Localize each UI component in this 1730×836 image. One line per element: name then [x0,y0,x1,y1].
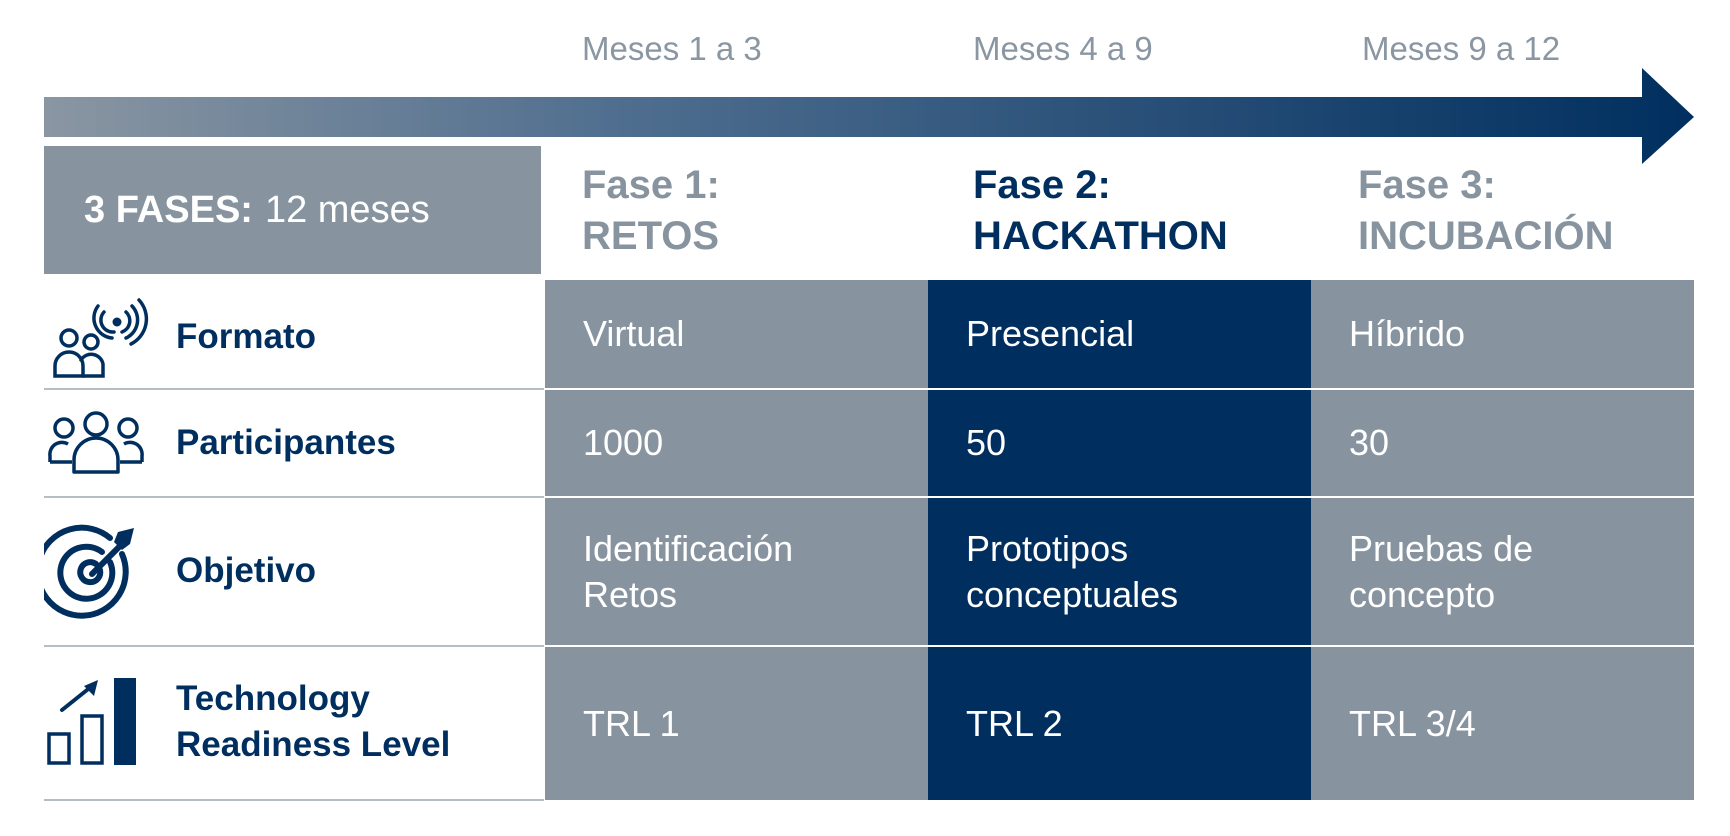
phase-3-name: INCUBACIÓN [1358,214,1614,258]
cell-participantes-phase-3: 30 [1311,390,1694,496]
cell-trl-phase-1: TRL 1 [545,647,928,800]
row-divider [44,496,544,498]
cell-participantes-phase-2: 50 [928,390,1311,496]
row-divider [44,388,544,390]
cell-formato-phase-2: Presencial [928,280,1311,388]
phase-2-heading: Fase 2: HACKATHON [973,160,1228,262]
cell-trl-phase-3: TRL 3/4 [1311,647,1694,800]
cell-formato-phase-3: Híbrido [1311,280,1694,388]
row-divider [44,645,544,647]
phase-2-name: HACKATHON [973,214,1228,258]
cell-formato-phase-1: Virtual [545,280,928,388]
cell-objetivo-phase-2: Prototipos conceptuales [928,498,1311,645]
cell-objetivo-phase-1: Identificación Retos [545,498,928,645]
cell-participantes-phase-1: 1000 [545,390,928,496]
group-icon [48,411,144,474]
growth-chart-icon [47,678,136,765]
month-label-1: Meses 1 a 3 [582,30,762,67]
month-label-3: Meses 9 a 12 [1362,30,1561,67]
summary-rest: 12 meses [264,188,430,231]
cell-objetivo-phase-3: Pruebas de concepto [1311,498,1694,645]
timeline-arrow [44,68,1694,164]
row-label-formato: Formato [176,317,316,356]
cell-trl-phase-2: TRL 2 [928,647,1311,800]
phase-2-number: Fase 2: [973,163,1111,207]
phase-3-number: Fase 3: [1358,163,1496,207]
target-icon [44,524,134,619]
row-label-trl: Technology Readiness Level [176,679,451,764]
phase-3-heading: Fase 3: INCUBACIÓN [1358,160,1614,262]
broadcast-people-icon [53,298,149,378]
phase-1-heading: Fase 1: RETOS [582,160,720,262]
row-label-objetivo: Objetivo [176,551,317,590]
summary-box: 3 FASES: 12 meses [44,146,541,274]
row-divider [44,799,544,801]
month-label-2: Meses 4 a 9 [973,30,1153,67]
phase-1-name: RETOS [582,214,720,258]
row-label-participantes: Participantes [176,423,396,462]
summary-bold: 3 FASES: [84,188,253,231]
phase-1-number: Fase 1: [582,163,720,207]
